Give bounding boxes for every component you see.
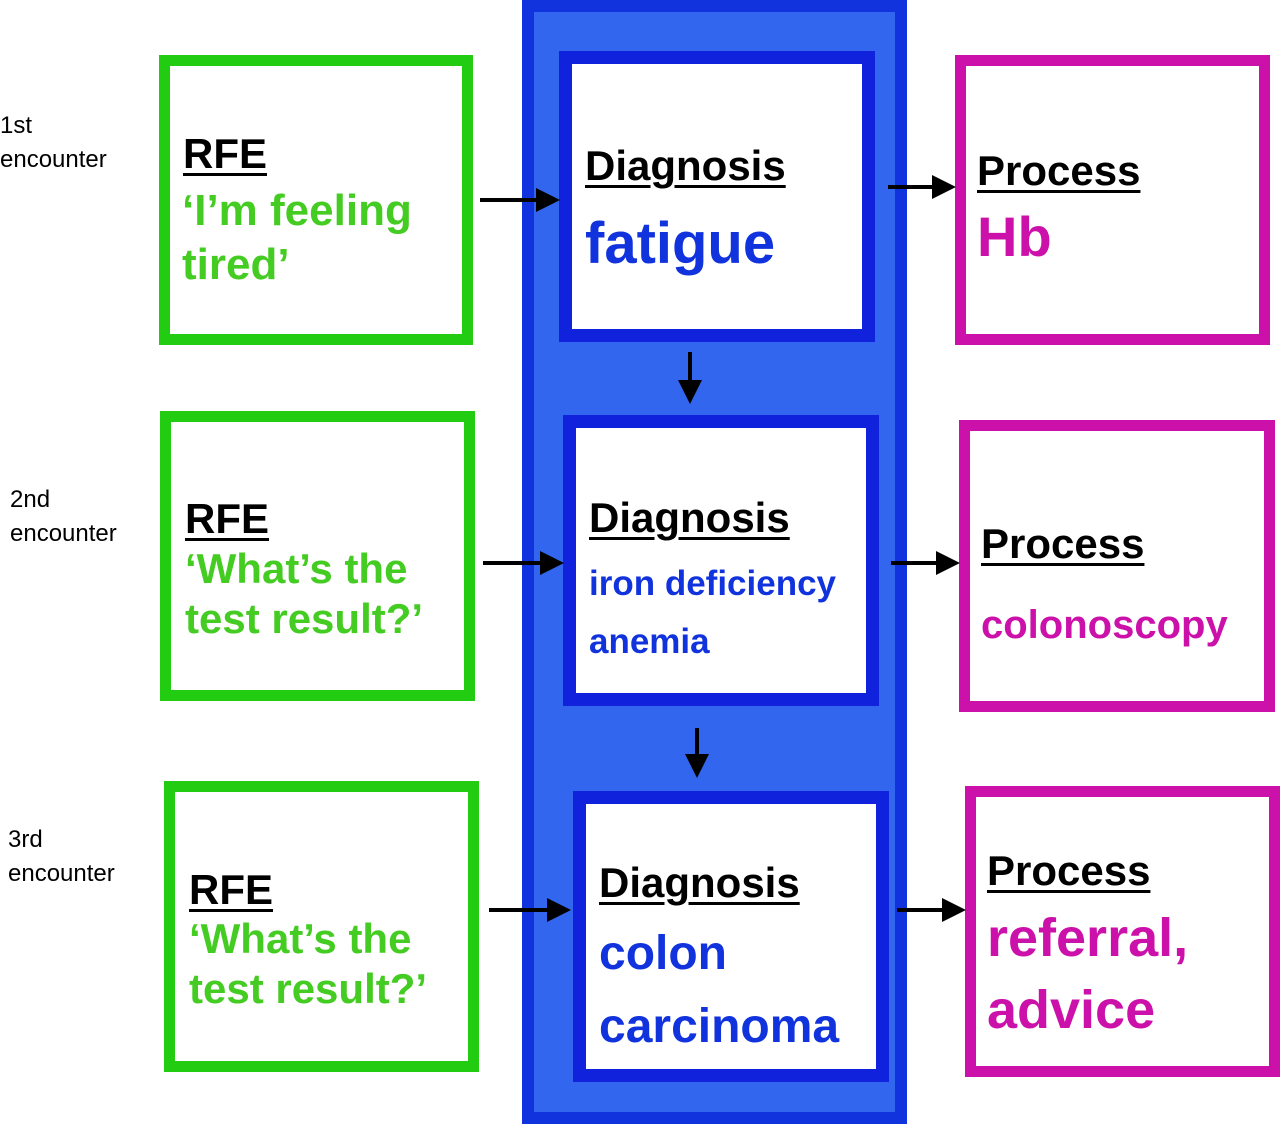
rfe-text-3-line1: ‘What’s the [189, 915, 412, 962]
rfe-text-2-line2: test result?’ [185, 595, 424, 642]
encounter-label-1: 1st encounter [0, 109, 107, 177]
diagnosis-text-2-line2: anemia [589, 622, 710, 661]
process-box-3: Process referral, advice [965, 786, 1280, 1077]
encounter-label-2-line2: encounter [10, 520, 117, 547]
diagnosis-box-3: Diagnosis colon carcinoma [573, 791, 889, 1082]
encounter-label-2: 2nd encounter [10, 483, 117, 551]
encounter-label-1-line2: encounter [0, 146, 107, 173]
rfe-box-1: RFE ‘I’m feeling tired’ [159, 55, 473, 345]
process-box-1: Process Hb [955, 55, 1270, 345]
encounter-label-3-line1: 3rd [8, 826, 43, 853]
diagnosis-text-3-line1: colon [599, 927, 727, 980]
encounter-label-2-line1: 2nd [10, 486, 51, 513]
diagnosis-text-2-line1: iron deficiency [589, 564, 837, 603]
process-heading-2: Process [981, 520, 1145, 567]
rfe-text-2-line1: ‘What’s the [185, 545, 408, 592]
diagnosis-box-1: Diagnosis fatigue [559, 51, 875, 342]
encounter-label-1-line1: 1st [0, 112, 33, 139]
rfe-text-3-line2: test result?’ [189, 965, 428, 1012]
diagnosis-box-2: Diagnosis iron deficiency anemia [563, 415, 879, 706]
process-heading-3: Process [987, 847, 1151, 894]
encounter-label-3-line2: encounter [8, 860, 115, 887]
process-heading-1: Process [977, 147, 1141, 194]
rfe-heading-1: RFE [183, 130, 267, 177]
process-text-3-line1: referral, [987, 908, 1189, 968]
encounter-label-3: 3rd encounter [8, 823, 115, 891]
rfe-box-3: RFE ‘What’s the test result?’ [164, 781, 479, 1072]
process-text-2: colonoscopy [981, 603, 1228, 647]
rfe-text-1-line1: ‘I’m feeling [182, 186, 412, 235]
diagnosis-heading-3: Diagnosis [599, 859, 800, 906]
rfe-heading-3: RFE [189, 866, 273, 913]
process-text-1: Hb [977, 205, 1052, 268]
diagnosis-heading-1: Diagnosis [585, 142, 786, 189]
rfe-box-2: RFE ‘What’s the test result?’ [160, 411, 475, 701]
rfe-heading-2: RFE [185, 495, 269, 542]
rfe-text-1-line2: tired’ [182, 240, 290, 289]
process-box-2: Process colonoscopy [959, 420, 1275, 712]
diagnosis-text-1: fatigue [585, 211, 776, 276]
diagnosis-text-3-line2: carcinoma [599, 1000, 840, 1053]
diagnosis-heading-2: Diagnosis [589, 494, 790, 541]
process-text-3-line2: advice [987, 980, 1156, 1040]
